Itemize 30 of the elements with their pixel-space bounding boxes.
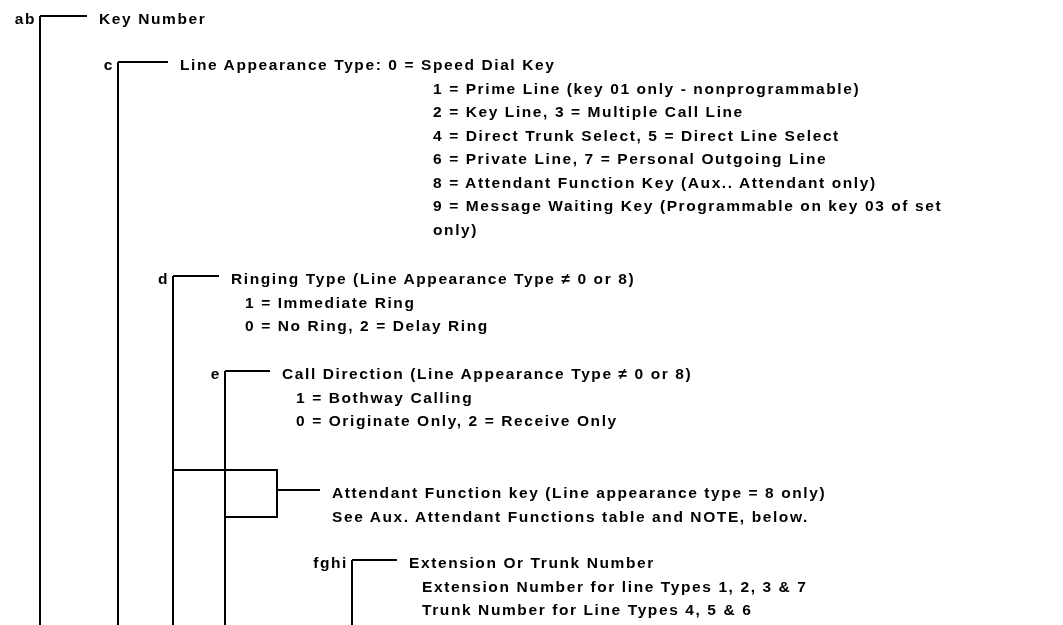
field-letter: c — [94, 53, 118, 77]
field-letter: d — [147, 267, 173, 291]
field-letter: fghi — [296, 551, 352, 575]
value-description: 1 = Bothway Calling — [296, 387, 474, 408]
field-heading: Extension Or Trunk Number — [409, 553, 655, 573]
value-description: 0 = No Ring, 2 = Delay Ring — [245, 316, 489, 336]
field-letter: e — [199, 362, 225, 386]
value-description: Extension Number for line Types 1, 2, 3 & 7 — [422, 576, 808, 597]
bracket-line — [224, 370, 271, 372]
bracket-line — [172, 275, 220, 277]
value-description: 1 = Immediate Ring — [245, 292, 416, 313]
bracket-line — [117, 61, 169, 63]
bracket-line — [224, 370, 321, 518]
value-description: 6 = Private Line, 7 = Personal Outgoing Line — [433, 149, 828, 169]
value-description: 1 = Prime Line (key 01 only - nonprogrammable) — [433, 78, 861, 99]
value-description: 8 = Attendant Function Key (Aux.. Attendant only) — [433, 172, 877, 193]
field-heading: Call Direction (Line Appearance Type ≠ 0 or 8) — [282, 364, 693, 384]
value-description: See Aux. Attendant Functions table and NOTE, below. — [332, 506, 809, 527]
value-description: 4 = Direct Trunk Select, 5 = Direct Line Select — [433, 125, 840, 146]
field-heading: Ringing Type (Line Appearance Type ≠ 0 or 8) — [231, 269, 636, 289]
value-description: 2 = Key Line, 3 = Multiple Call Line — [433, 102, 744, 122]
field-heading: Line Appearance Type: 0 = Speed Dial Key — [180, 55, 556, 75]
bracket-line — [351, 559, 398, 561]
field-heading: Attendant Function key (Line appearance type = 8 only) — [332, 483, 827, 503]
field-description: Key Number — [87, 7, 207, 31]
value-description: 0 = Originate Only, 2 = Receive Only — [296, 411, 618, 431]
field-letter: ab — [6, 7, 40, 31]
value-description: Trunk Number for Line Types 4, 5 & 6 — [422, 600, 753, 620]
bracket-line — [39, 15, 88, 17]
value-description: 9 = Message Waiting Key (Programmable on key 03 of set only) — [433, 196, 944, 240]
